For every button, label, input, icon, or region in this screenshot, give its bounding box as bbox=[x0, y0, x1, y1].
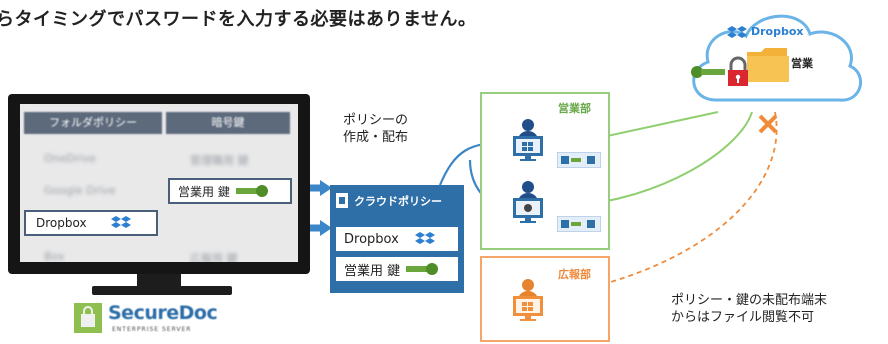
cloud-key-icon bbox=[691, 66, 725, 78]
note-text: ポリシー・鍵の未配布端末 からはファイル閲覧不可 bbox=[671, 292, 827, 326]
row-box: Box bbox=[44, 250, 65, 262]
securedoc-logo-icon bbox=[74, 303, 102, 333]
monitor-stand bbox=[137, 274, 181, 288]
cloud-to-pr-dashed-line bbox=[551, 111, 778, 301]
policy-label: ポリシーの 作成・配布 bbox=[343, 112, 408, 146]
sales-group-label: 営業部 bbox=[558, 102, 591, 115]
pr-group-box: 広報部 bbox=[480, 256, 610, 342]
lock-icon bbox=[728, 56, 748, 86]
highlight-folder-label: Dropbox bbox=[36, 216, 87, 230]
header-text: らタイミングでパスワードを入力する必要はありません。 bbox=[0, 9, 477, 30]
cloud-policy-header: クラウドポリシー bbox=[336, 193, 442, 209]
note-line1: ポリシー・鍵の未配布端末 bbox=[671, 293, 828, 308]
brand-subtitle: ENTERPRISE SERVER bbox=[112, 326, 192, 333]
pc-user-pr-icon bbox=[513, 279, 543, 321]
row-box-key: 広報用 鍵 bbox=[190, 252, 238, 262]
policy-label-line2: 作成・配布 bbox=[343, 130, 409, 145]
cloud-policy-folder-row: Dropbox bbox=[336, 227, 458, 251]
note-line2: からはファイル閲覧不可 bbox=[671, 310, 815, 325]
monitor-base bbox=[92, 286, 232, 295]
cloud-policy-key-row: 営業用 鍵 bbox=[336, 257, 458, 281]
cloud-policy-folder: Dropbox bbox=[344, 231, 399, 247]
cloud-folder-label: 営業 bbox=[791, 57, 813, 70]
pr-group-label: 広報部 bbox=[558, 268, 591, 281]
highlight-key-label: 営業用 鍵 bbox=[178, 184, 230, 199]
dropbox-icon bbox=[727, 26, 747, 38]
denied-x-icon bbox=[758, 114, 778, 134]
cloud-policy-key: 営業用 鍵 bbox=[344, 263, 401, 279]
brand-name: SecureDoc bbox=[108, 302, 218, 324]
pc1-key-badge-icon bbox=[557, 152, 601, 168]
cloud-policy-box: クラウドポリシー Dropbox 営業用 鍵 bbox=[330, 185, 464, 293]
pc-user-mac-icon bbox=[513, 181, 543, 223]
highlight-key-box: 営業用 鍵 bbox=[168, 178, 292, 204]
folder-policy-header: フォルダポリシー bbox=[24, 112, 162, 134]
encryption-key-header: 暗号鍵 bbox=[166, 112, 290, 134]
highlight-folder-box: Dropbox bbox=[24, 210, 158, 236]
cloud-service-label: Dropbox bbox=[751, 25, 804, 38]
dropbox-icon bbox=[414, 232, 435, 244]
key-icon bbox=[406, 263, 439, 275]
key-icon bbox=[235, 185, 268, 197]
row-onedrive-key: 管理職用 鍵 bbox=[190, 154, 249, 167]
folder-icon bbox=[747, 48, 789, 82]
cloud-policy-title: クラウドポリシー bbox=[354, 195, 442, 208]
row-onedrive: OneDrive bbox=[44, 152, 96, 165]
policy-label-line1: ポリシーの bbox=[343, 113, 409, 128]
pc2-key-badge-icon bbox=[557, 216, 601, 232]
row-googledrive: Google Drive bbox=[44, 184, 116, 197]
pc-user-windows-icon bbox=[513, 119, 543, 161]
document-icon bbox=[336, 193, 348, 208]
monitor-screen: フォルダポリシー 暗号鍵 OneDrive 管理職用 鍵 Google Driv… bbox=[20, 104, 298, 262]
dropbox-icon bbox=[110, 216, 131, 228]
